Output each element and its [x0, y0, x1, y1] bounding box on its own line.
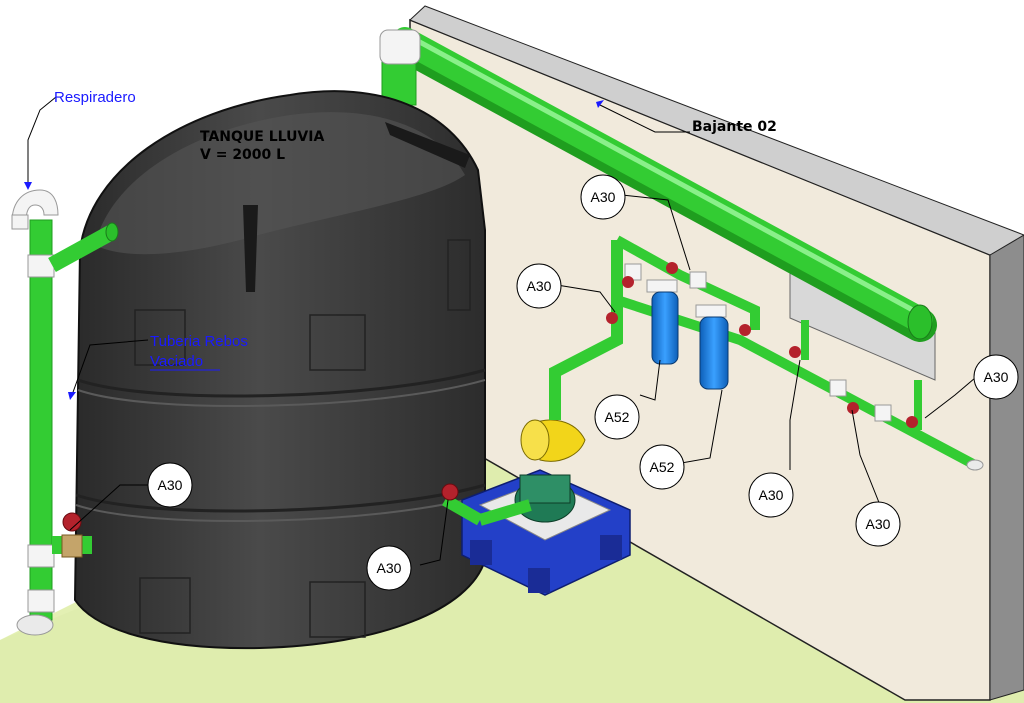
tank-volume: V = 2000 L: [200, 147, 285, 163]
balloon-b5: A30: [748, 472, 794, 518]
tuberia-label-2: Vaciado: [150, 353, 203, 370]
balloon-b3-text: A52: [605, 409, 630, 425]
balloon-b7: A30: [973, 354, 1019, 400]
balloon-b6-text: A30: [866, 516, 891, 532]
balloon-b1: A30: [580, 174, 626, 220]
vent-pipe: [11, 189, 119, 636]
filter-1: [646, 279, 679, 365]
balloon-b1-text: A30: [591, 189, 616, 205]
tank-title: TANQUE LLUVIA: [200, 129, 324, 145]
balloon-b9-text: A30: [377, 560, 402, 576]
balloon-b4: A52: [639, 444, 685, 490]
balloon-b8-text: A30: [158, 477, 183, 493]
bajante-pipe: [388, 27, 937, 342]
balloon-b2-text: A30: [527, 278, 552, 294]
balloon-b3: A52: [594, 394, 640, 440]
balloon-b6: A30: [855, 501, 901, 547]
respiradero-label: Respiradero: [54, 89, 136, 106]
filter-2: [695, 304, 729, 390]
balloon-b7-text: A30: [984, 369, 1009, 385]
bajante-label: Bajante 02: [692, 119, 777, 135]
balloon-b9: A30: [366, 545, 412, 591]
pump-assembly: [441, 240, 631, 596]
rain-tank: [73, 90, 486, 650]
balloon-b2: A30: [516, 263, 562, 309]
tuberia-label-1: Tuberia Rebos: [150, 333, 248, 350]
balloon-b5-text: A30: [759, 487, 784, 503]
wall-side-edge: [989, 234, 1024, 701]
bajante-elbow: [379, 29, 421, 106]
balloon-b8: A30: [147, 462, 193, 508]
leader-arrowheads: [24, 100, 604, 400]
leader-lines: [27, 96, 976, 566]
balloon-b4-text: A52: [650, 459, 675, 475]
